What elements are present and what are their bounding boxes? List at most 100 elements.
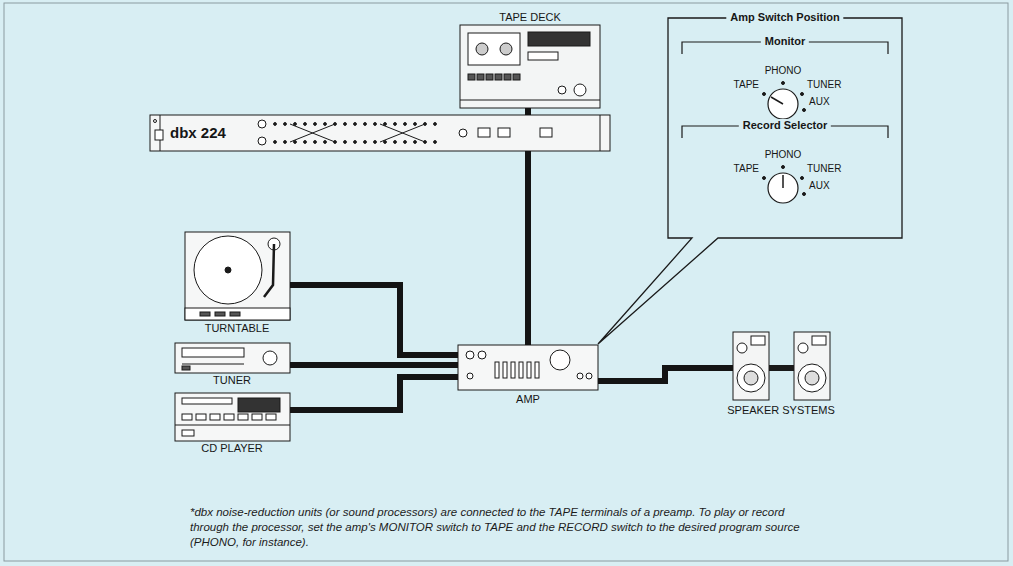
speaker — [794, 332, 830, 400]
speaker — [798, 343, 808, 353]
dbx-processor — [498, 128, 510, 137]
switch-knob — [763, 177, 766, 180]
tape-deck — [500, 43, 512, 55]
amplifier: AMP — [458, 345, 598, 406]
amplifier — [467, 373, 473, 379]
speaker-systems: SPEAKER SYSTEMS — [733, 332, 830, 416]
amplifier — [503, 362, 507, 378]
tuner — [175, 343, 290, 373]
dbx-processor — [150, 115, 610, 151]
label: Record Selector — [739, 119, 831, 132]
dbx-processor — [274, 123, 437, 144]
turntable — [194, 236, 262, 304]
dbx-processor — [478, 128, 490, 137]
tape-deck — [504, 74, 511, 80]
amplifier — [586, 373, 592, 379]
bracket — [682, 42, 888, 138]
cd-player — [182, 414, 192, 420]
tuner: TUNER — [175, 343, 290, 386]
dbx-processor — [354, 123, 357, 126]
cd-player — [182, 398, 232, 404]
label: SPEAKER SYSTEMS — [727, 404, 835, 417]
dbx-processor — [354, 141, 357, 144]
speaker — [737, 343, 747, 353]
speaker — [769, 365, 794, 371]
dbx-processor — [334, 123, 337, 126]
switch-knob — [782, 82, 785, 85]
dbx-processor — [155, 130, 163, 140]
switch-panel: Record SelectorPHONOTAPETUNERAUX — [682, 126, 888, 226]
dbx-processor — [150, 115, 610, 151]
switch-knob — [801, 93, 804, 96]
cd-player: CD PLAYER — [175, 393, 290, 454]
speaker — [744, 371, 758, 385]
label: TAPE DECK — [499, 11, 561, 24]
amplifier — [495, 362, 539, 378]
turntable — [215, 312, 225, 316]
dbx-processor — [384, 141, 387, 144]
amplifier — [527, 362, 531, 378]
turntable — [185, 232, 290, 320]
amplifier — [550, 350, 570, 370]
cd-player — [182, 430, 194, 436]
turntable — [185, 308, 290, 320]
signal-cable — [290, 285, 458, 355]
tape-deck — [460, 100, 600, 101]
dbx-processor — [154, 120, 157, 123]
cd-player — [238, 398, 280, 412]
amplifier — [478, 351, 486, 359]
label: Monitor — [761, 35, 809, 48]
tape-deck — [513, 74, 520, 80]
dbx-processor — [284, 141, 287, 144]
switch-knob — [782, 166, 785, 169]
dbx-processor — [314, 123, 317, 126]
dbx-processor — [364, 123, 367, 126]
label: dbx 224 — [170, 124, 226, 142]
tuner — [263, 351, 277, 365]
dbx-processor — [258, 137, 266, 145]
signal-cable — [598, 368, 733, 381]
dbx-processor — [414, 141, 417, 144]
frame — [4, 3, 1008, 561]
tape-deck — [495, 74, 502, 80]
cd-player — [175, 393, 290, 441]
tape-deck — [460, 25, 600, 108]
switch-knob — [763, 93, 766, 96]
tape-deck — [468, 74, 475, 80]
tuner — [182, 366, 190, 370]
dbx-processor — [374, 141, 377, 144]
switch-position: TAPE — [734, 162, 759, 175]
signal-cable — [290, 362, 458, 368]
dbx-processor — [324, 123, 327, 126]
turntable — [200, 312, 210, 316]
amplifier — [511, 362, 515, 378]
dbx-processor — [384, 123, 387, 126]
label: TUNER — [213, 374, 251, 387]
dbx-processor — [290, 124, 425, 142]
tape-deck — [468, 74, 520, 80]
dbx-processor — [600, 115, 601, 151]
label: AMP — [516, 393, 540, 406]
turntable — [225, 267, 231, 273]
cd-player — [196, 414, 206, 420]
speaker — [733, 332, 769, 400]
tape-deck — [574, 84, 586, 96]
dbx-processor: dbx 224 — [150, 115, 610, 151]
dbx-processor — [434, 141, 437, 144]
callout-bubble — [598, 18, 902, 344]
tape-deck — [486, 74, 493, 80]
dbx-processor — [434, 123, 437, 126]
speaker — [751, 336, 765, 345]
tape-deck: TAPE DECK — [455, 8, 605, 108]
dbx-processor — [314, 141, 317, 144]
callout: Amp Switch PositionMonitorPHONOTAPETUNER… — [668, 18, 902, 238]
dbx-processor — [414, 123, 417, 126]
tuner — [182, 348, 244, 357]
amplifier — [466, 351, 474, 359]
dbx-processor — [374, 123, 377, 126]
switch-position: AUX — [809, 95, 830, 108]
tape-deck — [528, 32, 590, 46]
amplifier — [495, 362, 499, 378]
cd-player — [266, 414, 276, 420]
amplifier — [577, 373, 583, 379]
